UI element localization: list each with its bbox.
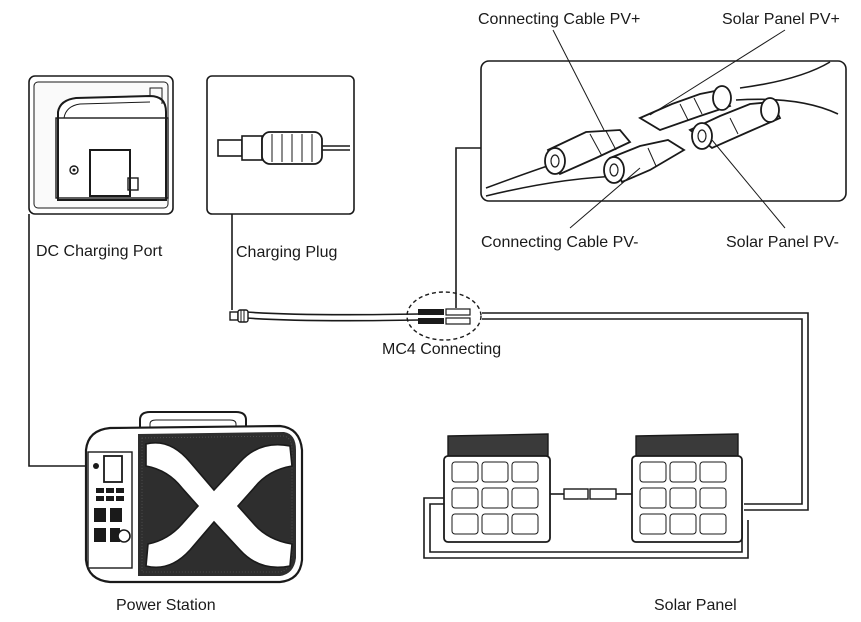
charging-plug-inset	[206, 75, 355, 215]
label-charging-plug: Charging Plug	[236, 244, 337, 261]
cable-plug	[229, 309, 249, 323]
label-solar-panel-pv-minus: Solar Panel PV-	[726, 234, 839, 251]
label-power-station: Power Station	[116, 597, 216, 614]
connector-cable-pv-plus	[544, 129, 632, 176]
dc-port-icon	[69, 165, 79, 175]
label-solar-panel-pv-plus: Solar Panel PV+	[722, 11, 840, 28]
connector-panel-pv-minus	[688, 97, 782, 150]
solar-panel-left	[443, 433, 551, 543]
wiring	[28, 147, 809, 559]
power-station	[84, 411, 304, 584]
connector-cable-pv-minus	[603, 139, 686, 184]
panel-interconnect	[550, 488, 632, 500]
label-connecting-cable-pv-minus: Connecting Cable PV-	[481, 234, 638, 251]
label-solar-panel: Solar Panel	[654, 597, 737, 614]
dc-charging-port-inset	[28, 75, 174, 215]
mc4-connectors-inset	[480, 60, 847, 202]
label-connecting-cable-pv-plus: Connecting Cable PV+	[478, 11, 640, 28]
label-mc4-connecting: MC4 Connecting	[382, 341, 501, 358]
connector-panel-pv-plus	[638, 85, 732, 131]
mc4-junction	[406, 291, 482, 341]
leader-lines	[552, 29, 786, 229]
label-dc-charging-port: DC Charging Port	[36, 243, 163, 260]
solar-panel-right	[631, 433, 743, 543]
